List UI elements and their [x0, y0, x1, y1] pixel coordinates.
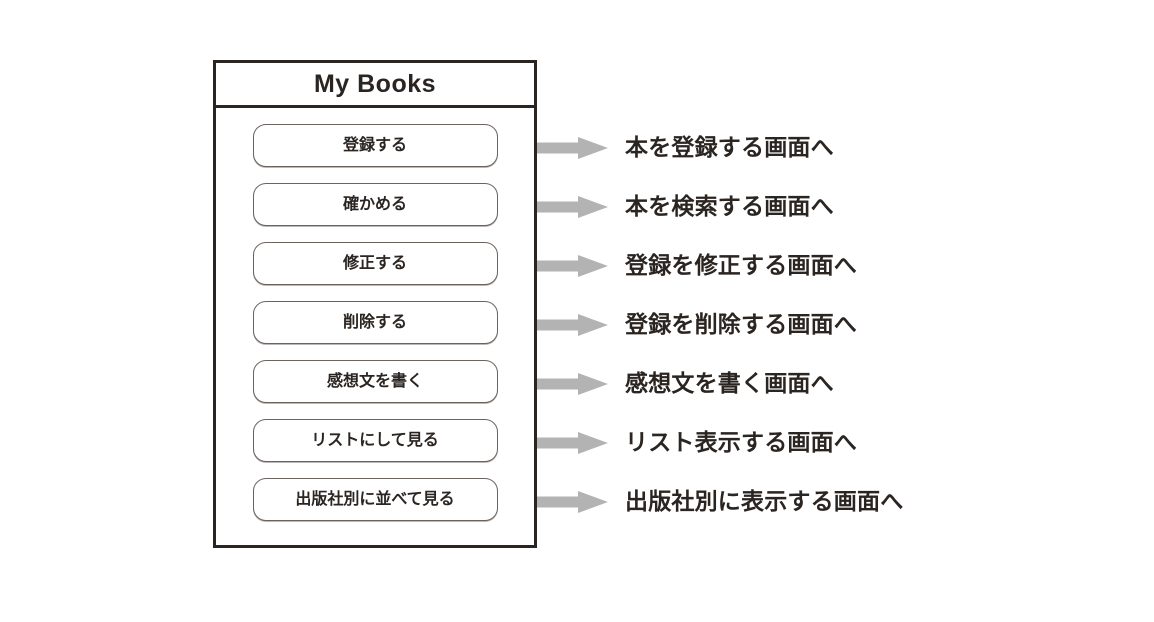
menu-button-write-review[interactable]: 感想文を書く [252, 360, 498, 403]
menu-button-list-view[interactable]: リストにして見る [252, 419, 498, 462]
app-panel: My Books 登録する 確かめる 修正する 削除する 感想文を書く リストに… [213, 60, 537, 548]
menu-button-register[interactable]: 登録する [252, 124, 498, 167]
menu-button-list: 登録する 確かめる 修正する 削除する 感想文を書く リストにして見る 出版社別… [216, 108, 534, 545]
destination-label-search: 本を検索する画面へ [625, 193, 834, 219]
menu-button-label: 登録する [342, 136, 407, 154]
menu-button-label: リストにして見る [311, 431, 439, 449]
destination-label-publisher-view: 出版社別に表示する画面へ [625, 488, 904, 514]
destination-label-edit: 登録を修正する画面へ [625, 252, 857, 278]
menu-button-label: 修正する [342, 254, 407, 272]
destination-label-register: 本を登録する画面へ [625, 134, 834, 160]
menu-button-delete[interactable]: 削除する [252, 301, 498, 344]
menu-button-publisher-view[interactable]: 出版社別に並べて見る [252, 478, 498, 521]
menu-button-label: 確かめる [342, 195, 407, 213]
app-header: My Books [216, 63, 534, 108]
destination-label-write-review: 感想文を書く画面へ [625, 370, 834, 396]
destination-label-delete: 登録を削除する画面へ [625, 311, 857, 337]
menu-button-edit[interactable]: 修正する [252, 242, 498, 285]
menu-button-label: 感想文を書く [326, 372, 423, 390]
menu-button-check[interactable]: 確かめる [252, 183, 498, 226]
app-title: My Books [313, 69, 437, 98]
destination-label-list-view: リスト表示する画面へ [625, 429, 857, 455]
menu-button-label: 出版社別に並べて見る [295, 490, 455, 508]
menu-button-label: 削除する [342, 313, 407, 331]
